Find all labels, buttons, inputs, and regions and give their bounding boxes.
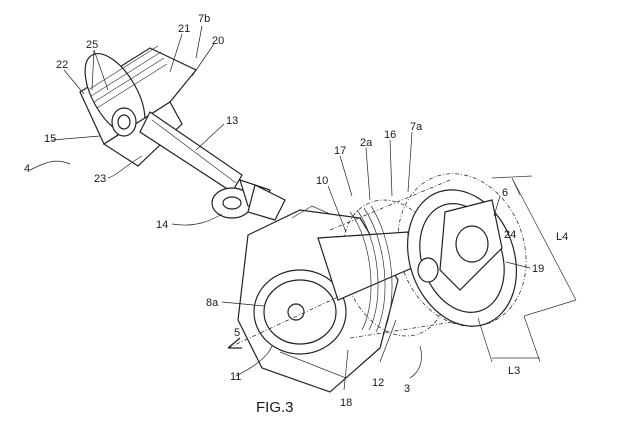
label-12: 12 [372, 377, 384, 389]
label-L3: L3 [508, 365, 520, 377]
label-22: 22 [56, 59, 68, 71]
axis-arrow [227, 295, 341, 349]
label-21: 21 [178, 23, 190, 35]
leader-lines [29, 25, 531, 391]
label-6: 6 [502, 187, 508, 199]
figure-caption: FIG.3 [256, 399, 294, 416]
label-19: 19 [532, 263, 544, 275]
label-7a: 7a [410, 121, 423, 133]
label-24: 24 [504, 229, 516, 241]
label-2a: 2a [360, 137, 373, 149]
label-17: 17 [334, 145, 346, 157]
label-20: 20 [212, 35, 224, 47]
reference-labels: 25 21 7b 20 22 15 4 23 13 14 17 2a 16 7a… [24, 13, 568, 416]
label-10: 10 [316, 175, 328, 187]
label-8a: 8a [206, 297, 219, 309]
label-7b: 7b [198, 13, 210, 25]
label-16: 16 [384, 129, 396, 141]
label-25: 25 [86, 39, 98, 51]
label-3: 3 [404, 383, 410, 395]
label-18: 18 [340, 397, 352, 409]
label-13: 13 [226, 115, 238, 127]
label-14: 14 [156, 219, 168, 231]
lower-piston-assembly [317, 173, 527, 339]
label-4: 4 [24, 163, 30, 175]
dimension-lines [477, 175, 577, 363]
label-5: 5 [234, 327, 240, 339]
label-11: 11 [230, 371, 241, 383]
label-15: 15 [44, 133, 56, 145]
upper-piston-assembly [79, 45, 286, 221]
label-23: 23 [94, 173, 106, 185]
label-L4: L4 [556, 231, 568, 243]
